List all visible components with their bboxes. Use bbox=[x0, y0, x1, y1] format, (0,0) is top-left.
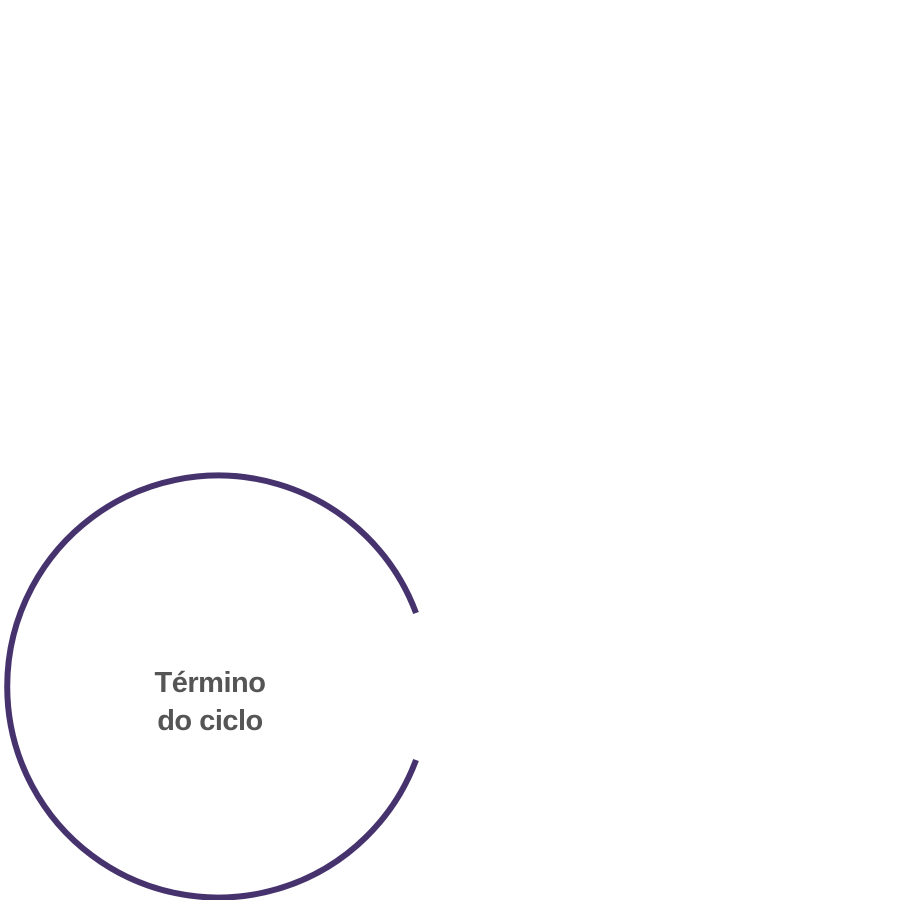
node-label-line-1: Término bbox=[154, 667, 266, 699]
node-label-termino-do-ciclo: Término do ciclo bbox=[110, 664, 310, 740]
node-label-line-2: do ciclo bbox=[157, 705, 263, 737]
ring-arc bbox=[4, 472, 419, 900]
